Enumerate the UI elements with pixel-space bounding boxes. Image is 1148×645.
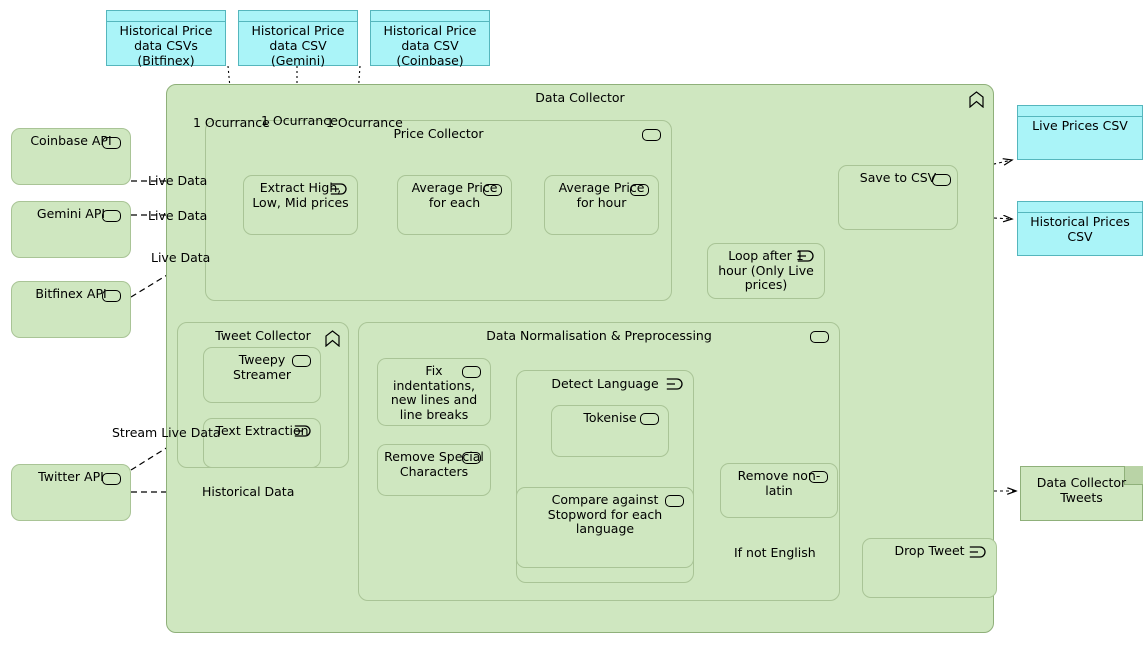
data-object-live-prices-csv[interactable]: Live Prices CSV [1017, 105, 1143, 160]
node-drop-tweet[interactable]: Drop Tweet [862, 538, 997, 598]
data-object-header-bar [371, 11, 489, 22]
container-title: Price Collector [393, 126, 484, 141]
node-label: Gemini API [36, 206, 106, 221]
grouping-chevron-icon [969, 91, 984, 108]
application-service-icon [630, 184, 649, 196]
edge-label-occurrence-1: 1 Ocurrance [193, 115, 270, 130]
edge-label-historical-data: Historical Data [200, 484, 297, 499]
container-title: Tweet Collector [215, 328, 311, 343]
application-service-icon [102, 473, 121, 485]
data-object-label: Historical Prices CSV [1030, 214, 1130, 244]
application-process-icon [666, 378, 683, 390]
node-loop-after-1-hour[interactable]: Loop after 1 hour (Only Live prices) [707, 243, 825, 299]
edge-label-live-data-gemini: Live Data [148, 208, 208, 223]
node-save-to-csv[interactable]: Save to CSV [838, 165, 958, 230]
application-service-icon [462, 452, 481, 464]
node-label: Loop after 1 hour (Only Live prices) [718, 248, 814, 292]
note-fold-corner [1124, 466, 1143, 485]
application-service-icon [102, 137, 121, 149]
data-object-historical-gemini[interactable]: Historical Price data CSV (Gemini) [238, 10, 358, 68]
container-title: Detect Language [551, 376, 659, 391]
edge-label-stream-live-data: Stream Live Data [112, 425, 221, 440]
node-label: Fix indentations, new lines and line bre… [390, 363, 478, 422]
application-process-icon [330, 183, 347, 195]
node-remove-special-characters[interactable]: Remove Special Characters [377, 444, 491, 496]
application-service-icon [292, 355, 311, 367]
data-object-historical-prices-csv[interactable]: Historical Prices CSV [1017, 201, 1143, 256]
node-label: Remove Special Characters [384, 449, 484, 479]
node-label: Extract High, Low, Mid prices [252, 180, 349, 210]
data-object-label: Historical Price data CSV (Coinbase) [383, 23, 477, 68]
application-service-icon [462, 366, 481, 378]
data-object-label: Historical Price data CSVs (Bitfinex) [119, 23, 213, 68]
node-label: Tweepy Streamer [232, 352, 292, 382]
data-object-header-bar [107, 11, 225, 22]
data-object-header-bar [1018, 202, 1142, 213]
node-tweepy-streamer[interactable]: Tweepy Streamer [203, 347, 321, 403]
application-service-icon [483, 184, 502, 196]
node-gemini-api[interactable]: Gemini API [11, 201, 131, 258]
data-object-historical-bitfinex[interactable]: Historical Price data CSVs (Bitfinex) [106, 10, 226, 68]
application-service-icon [102, 290, 121, 302]
node-compare-stopword[interactable]: Compare against Stopword for each langua… [516, 487, 694, 568]
edge-label-occurrence-2: 1 Ocurrance [261, 113, 338, 128]
node-remove-non-latin[interactable]: Remove non-latin [720, 463, 838, 518]
node-bitfinex-api[interactable]: Bitfinex API [11, 281, 131, 338]
node-label: Twitter API [38, 469, 104, 484]
node-label: Tokenise [583, 410, 637, 425]
node-label: Coinbase API [30, 133, 112, 148]
application-service-icon [640, 413, 659, 425]
edge-label-live-data-bitfinex: Live Data [151, 250, 211, 265]
container-title: Data Normalisation & Preprocessing [486, 328, 712, 343]
node-twitter-api[interactable]: Twitter API [11, 464, 131, 521]
data-object-label: Historical Price data CSV (Gemini) [251, 23, 345, 68]
node-label: Compare against Stopword for each langua… [547, 492, 663, 536]
node-label: Drop Tweet [894, 543, 965, 558]
node-label: Remove non-latin [737, 468, 821, 498]
grouping-chevron-icon [325, 330, 340, 347]
application-service-icon [932, 174, 951, 186]
note-label: Data Collector Tweets [1036, 475, 1127, 505]
node-label: Average Price for each [411, 180, 498, 210]
node-tokenise[interactable]: Tokenise [551, 405, 669, 457]
application-service-icon [665, 495, 684, 507]
application-service-icon [642, 129, 661, 141]
node-label: Average Price for hour [558, 180, 645, 210]
node-coinbase-api[interactable]: Coinbase API [11, 128, 131, 185]
application-service-icon [809, 471, 828, 483]
edge-label-occurrence-3: 1 Ocurrance [326, 115, 403, 130]
data-object-header-bar [239, 11, 357, 22]
node-average-price-hour[interactable]: Average Price for hour [544, 175, 659, 235]
application-service-icon [810, 331, 829, 343]
data-object-historical-coinbase[interactable]: Historical Price data CSV (Coinbase) [370, 10, 490, 68]
node-fix-indentations[interactable]: Fix indentations, new lines and line bre… [377, 358, 491, 426]
container-title: Data Collector [535, 90, 625, 105]
application-process-icon [294, 425, 311, 437]
node-label: Save to CSV [859, 170, 937, 185]
node-text-extraction[interactable]: Text Extraction [203, 418, 321, 468]
node-label: Text Extraction [215, 423, 309, 438]
application-process-icon [797, 250, 814, 262]
edge-label-if-not-english: If not English [731, 546, 819, 560]
node-label: Bitfinex API [35, 286, 107, 301]
data-object-header-bar [1018, 106, 1142, 117]
application-service-icon [102, 210, 121, 222]
note-data-collector-tweets[interactable]: Data Collector Tweets [1020, 466, 1143, 521]
node-average-price-each[interactable]: Average Price for each [397, 175, 512, 235]
application-process-icon [969, 546, 986, 558]
node-extract-prices[interactable]: Extract High, Low, Mid prices [243, 175, 358, 235]
data-object-label: Live Prices CSV [1032, 118, 1128, 133]
edge-label-live-data-coinbase: Live Data [148, 173, 208, 188]
